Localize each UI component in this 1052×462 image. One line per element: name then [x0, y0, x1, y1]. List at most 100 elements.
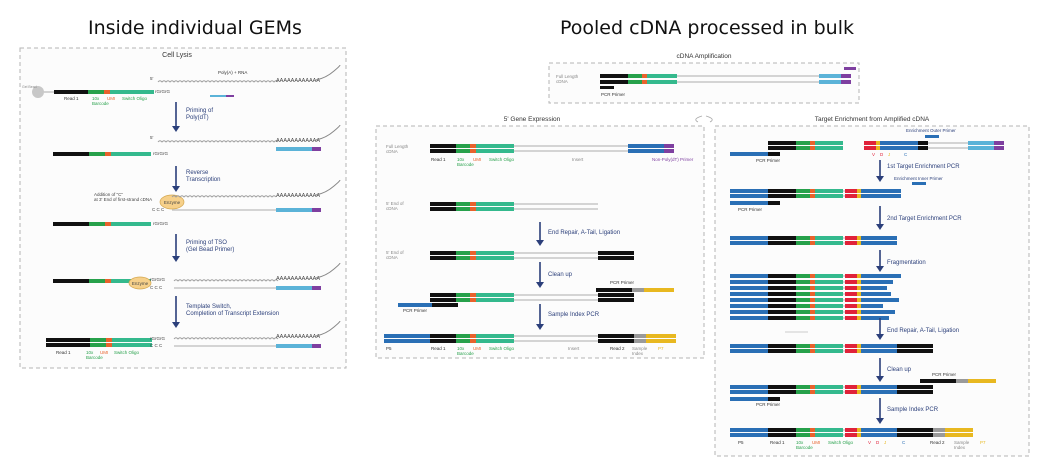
rna-2	[157, 140, 279, 143]
rggg-1: rGrGrG	[155, 89, 170, 94]
te-b-bottom-seg-6	[845, 194, 857, 198]
te-a-left-bottom-seg-0	[768, 146, 796, 150]
te-final-bottom-seg-8	[861, 433, 897, 437]
amp-bottom-seg-6	[841, 80, 851, 84]
polya-5-tail	[315, 320, 341, 337]
te-a-right-top-seg-1	[876, 141, 880, 145]
amp-pcr-primer-label: PCR Primer	[601, 92, 626, 97]
lysis-oligo-4-seg-1	[89, 279, 105, 283]
label-umi-5: UMI	[100, 350, 108, 355]
te-b-bottom-seg-2	[796, 194, 810, 198]
te-a-left-top-seg-1	[796, 141, 810, 145]
te-frag-5-seg-7	[857, 304, 861, 308]
te-final-vdj-1: D	[876, 440, 880, 445]
amp-primer-right	[844, 67, 856, 70]
polydt-primer-1b	[226, 95, 234, 97]
te-c-top-seg-7	[857, 236, 861, 240]
enzyme-label-1: Enzyme	[164, 200, 181, 205]
lysis-final-bottom-seg-0	[46, 343, 90, 347]
te-frag-0-seg-3	[810, 274, 815, 278]
ge-label-insert: Insert	[572, 157, 584, 162]
te-frag-6-seg-0	[730, 310, 768, 314]
te-frag-0-seg-2	[796, 274, 810, 278]
te-frag-0-seg-1	[768, 274, 796, 278]
te-e-primer-left-seg-0	[730, 397, 768, 401]
te-e-top-seg-6	[845, 385, 857, 389]
te-frag-7-seg-7	[857, 316, 861, 320]
te-frag-3-seg-4	[815, 292, 843, 296]
ge-frag-bottom-seg-3	[476, 207, 514, 211]
te-frag-3-seg-2	[796, 292, 810, 296]
te-frag-2-seg-6	[845, 286, 857, 290]
te-e-top-seg-3	[810, 385, 815, 389]
amp-top-seg-6	[841, 74, 851, 78]
te-d-top-seg-4	[815, 344, 843, 348]
te-c-top-seg-0	[730, 236, 768, 240]
rna-1	[157, 80, 279, 83]
gel-bead-label: Gel Bead	[22, 85, 37, 89]
ge-clean-top-seg-3	[476, 293, 514, 297]
te-c-top-seg-4	[815, 236, 843, 240]
te-d-top-seg-3	[810, 344, 815, 348]
te-b-top-seg-8	[861, 189, 901, 193]
ge-final-bottom-seg-7	[634, 339, 646, 343]
lysis-final-bottom-seg-3	[112, 343, 152, 347]
branch-right	[705, 115, 713, 123]
te-a-right-top-seg-6	[994, 141, 1004, 145]
polya-2-tail	[315, 124, 341, 141]
lysis-oligo-3-seg-0	[53, 222, 89, 226]
lysis-oligo-2-seg-0	[53, 152, 89, 156]
arrow-lysis-2-head	[172, 186, 180, 192]
lysis-oligo-3-seg-2	[105, 222, 111, 226]
te-final-top-seg-8	[861, 428, 897, 432]
te-final-top-seg-11	[945, 428, 973, 432]
te-frag-2-seg-2	[796, 286, 810, 290]
te-e-bottom-seg-1	[768, 390, 796, 394]
polya-3-text: AAAAAAAAAAAA	[276, 193, 320, 199]
polya-2-text: AAAAAAAAAAAA	[276, 138, 320, 144]
ge-frag-top-seg-1	[456, 202, 470, 206]
ge-frag-top-seg-2	[470, 202, 476, 206]
te-d-top-seg-1	[768, 344, 796, 348]
polydt-3	[276, 208, 312, 212]
te-frag-7-seg-2	[796, 316, 810, 320]
lysis-oligo-1-seg-0	[54, 90, 88, 94]
te-frag-3-seg-6	[845, 292, 857, 296]
te-frag-4-seg-0	[730, 298, 768, 302]
ge-full-bottom-seg-3	[476, 149, 514, 153]
te-frag-3-seg-0	[730, 292, 768, 296]
branch-left	[695, 115, 703, 123]
lysis-final-top-seg-3	[112, 338, 152, 342]
step-template-switch: Template Switch,Completion of Transcript…	[186, 304, 279, 317]
te-frag-1-seg-6	[845, 280, 857, 284]
te-pcr-primer-3: PCR Primer	[932, 372, 957, 377]
polya-5-text: AAAAAAAAAAAA	[276, 334, 320, 340]
te-pcr-primer-4: PCR Primer	[756, 402, 781, 407]
te-frag-4-seg-1	[768, 298, 796, 302]
ge-label-umi: UMI	[473, 157, 481, 162]
te-c-bottom-seg-1	[768, 241, 796, 245]
te-label-p7: P7	[980, 440, 986, 445]
te-final-top-seg-3	[810, 428, 815, 432]
ge-label-read1-final: Read 1	[431, 346, 446, 351]
te-frag-1-seg-4	[815, 280, 843, 284]
te-a-left-bottom-seg-3	[815, 146, 843, 150]
te-final-top-seg-1	[768, 428, 796, 432]
ge-final-top-seg-0	[384, 334, 430, 338]
te-b-top-seg-4	[815, 189, 843, 193]
ge-full-bottom-seg-1	[456, 149, 470, 153]
ge-clean-bottom-seg-0	[430, 298, 456, 302]
te-b-top-seg-2	[796, 189, 810, 193]
ge-primer-right-seg-1	[632, 288, 644, 292]
ge-final-top-seg-3	[470, 334, 476, 338]
te-b-top-seg-0	[730, 189, 768, 193]
gene-expr-title: 5' Gene Expression	[504, 116, 561, 123]
ccc-2: C C C	[150, 285, 163, 290]
polydt-4b	[312, 286, 321, 290]
polydt-2	[276, 147, 312, 151]
te-frag-0-seg-7	[857, 274, 861, 278]
te-a-right-top-seg-2	[880, 141, 918, 145]
